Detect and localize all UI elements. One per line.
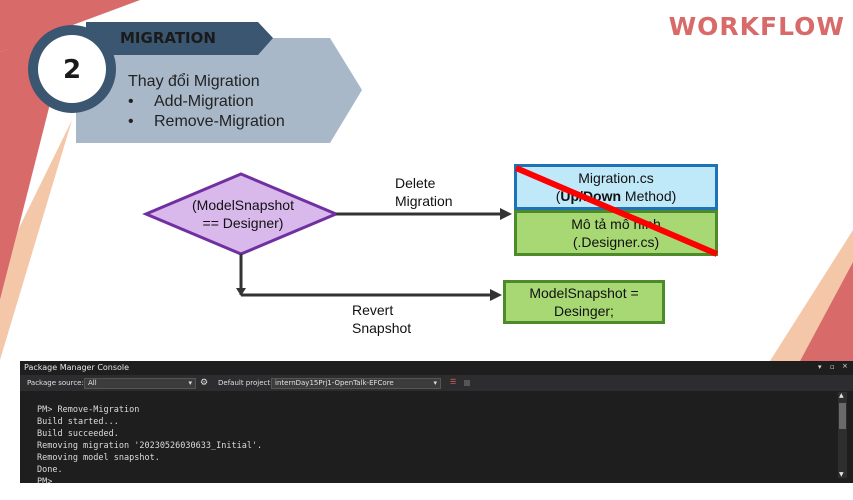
clear-console-icon[interactable]: ☰ bbox=[450, 378, 457, 386]
gear-icon[interactable]: ⚙ bbox=[200, 378, 209, 388]
branch-bottom-label: Revert Snapshot bbox=[352, 301, 411, 337]
default-project-label: Default project: bbox=[218, 379, 273, 387]
console-pin-icon[interactable]: ▫ bbox=[830, 363, 835, 371]
console-scrollbar-thumb[interactable] bbox=[839, 403, 846, 429]
console-line: Build succeeded. bbox=[37, 429, 119, 439]
migration-box-line-1: Migration.cs bbox=[578, 170, 654, 186]
designer-box-line-2: (.Designer.cs) bbox=[572, 234, 660, 250]
console-line: Removing model snapshot. bbox=[37, 453, 160, 463]
model-snapshot-box: ModelSnapshot = Desinger; bbox=[503, 280, 665, 324]
branch-top-line-1: Delete bbox=[395, 175, 436, 191]
snapshot-box-line-2: Desinger; bbox=[554, 303, 614, 319]
default-project-select[interactable]: internDay15Prj1-OpenTalk-EFCore ▾ bbox=[271, 378, 441, 389]
designer-cs-box: Mô tả mô hình (.Designer.cs) bbox=[514, 210, 718, 256]
console-line: Done. bbox=[37, 465, 63, 475]
step-description-title: Thay đổi Migration bbox=[128, 73, 260, 90]
chevron-down-icon: ▾ bbox=[188, 379, 192, 387]
step-description: Thay đổi Migration Add-Migration Remove-… bbox=[128, 72, 285, 132]
branch-top-line-2: Migration bbox=[395, 193, 453, 209]
chevron-down-icon: ▾ bbox=[433, 379, 437, 387]
arrow-down-caret bbox=[236, 288, 246, 296]
right-coral-band bbox=[800, 262, 853, 361]
workflow-title: WORKFLOW bbox=[668, 12, 845, 41]
decision-line-1: (ModelSnapshot bbox=[192, 197, 294, 213]
console-scrollbar[interactable] bbox=[838, 392, 847, 478]
console-line: PM> Remove-Migration bbox=[37, 405, 140, 415]
stop-icon[interactable] bbox=[464, 380, 470, 386]
right-peach-band bbox=[770, 230, 853, 361]
decision-line-2: == Designer) bbox=[202, 215, 284, 231]
migration-box-close: Method) bbox=[621, 188, 677, 204]
console-line: PM> bbox=[37, 477, 53, 487]
decision-text: (ModelSnapshot == Designer) bbox=[170, 196, 316, 232]
default-project-value: internDay15Prj1-OpenTalk-EFCore bbox=[275, 379, 394, 387]
package-source-select[interactable]: All ▾ bbox=[84, 378, 196, 389]
step-number: 2 bbox=[62, 55, 82, 85]
scroll-down-icon[interactable]: ▼ bbox=[839, 471, 844, 478]
branch-top-label: Delete Migration bbox=[395, 174, 453, 210]
package-source-value: All bbox=[88, 379, 97, 387]
branch-bottom-line-2: Snapshot bbox=[352, 320, 412, 336]
console-close-icon[interactable]: × bbox=[842, 362, 848, 370]
console-line: Removing migration '20230526030633_Initi… bbox=[37, 441, 263, 451]
console-dropdown-icon[interactable]: ▾ bbox=[818, 363, 822, 371]
migration-cs-box: Migration.cs (Up/Down Method) bbox=[514, 164, 718, 210]
step-item-remove-migration: Remove-Migration bbox=[128, 112, 285, 132]
arrow-top-head bbox=[500, 208, 512, 220]
arrow-bottom-head bbox=[490, 289, 502, 301]
step-circle-inner bbox=[38, 35, 106, 103]
step-label: MIGRATION bbox=[120, 29, 216, 47]
package-source-label: Package source: bbox=[27, 379, 84, 387]
snapshot-box-line-1: ModelSnapshot = bbox=[529, 285, 639, 301]
scroll-up-icon[interactable]: ▲ bbox=[839, 392, 844, 399]
step-item-add-migration: Add-Migration bbox=[128, 92, 285, 112]
step-label-banner bbox=[86, 22, 273, 55]
slide-decoration bbox=[0, 0, 853, 361]
console-line: Build started... bbox=[37, 417, 119, 427]
cross-out-line bbox=[514, 165, 719, 257]
branch-bottom-line-1: Revert bbox=[352, 302, 394, 318]
console-title: Package Manager Console bbox=[24, 363, 130, 372]
left-peach-band bbox=[0, 120, 72, 360]
migration-box-open: ( bbox=[555, 188, 561, 204]
